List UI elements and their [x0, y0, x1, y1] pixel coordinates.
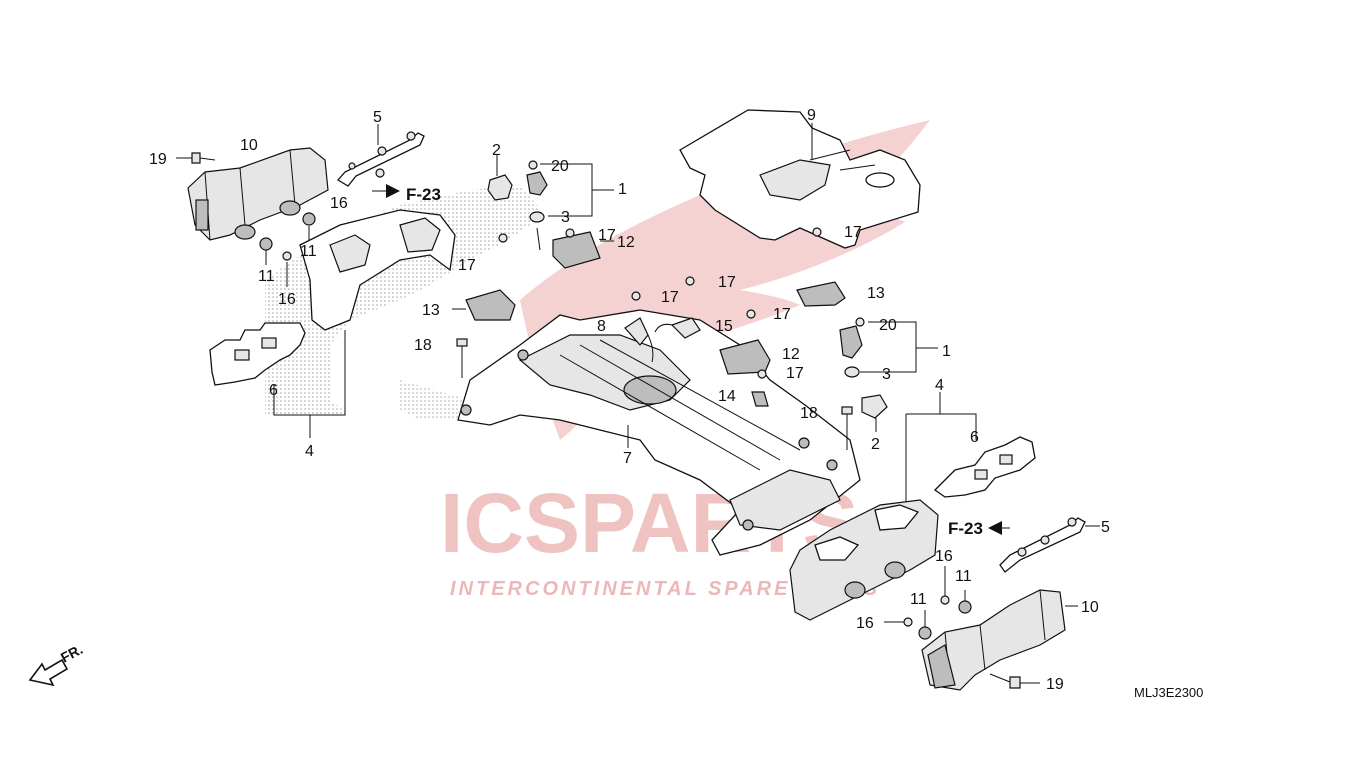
watermark-tagline: INTERCONTINENTAL SPARE PARTS: [450, 578, 880, 600]
callout-4-left: 4: [305, 443, 314, 460]
callout-20-lower: 20: [879, 317, 897, 334]
center-dotted-region: [400, 380, 470, 420]
part-14-clip: [751, 391, 769, 407]
callout-18-right: 18: [800, 405, 818, 422]
callout-17-e: 17: [773, 306, 791, 323]
callout-16-left-b: 16: [278, 291, 296, 308]
callout-5-left: 5: [373, 109, 382, 126]
callout-19-left: 19: [149, 151, 167, 168]
callout-13-right: 13: [867, 285, 885, 302]
callout-6-left: 6: [269, 382, 278, 399]
ref-arrow-left: [372, 184, 400, 198]
part-2-upper-cap: [487, 155, 513, 201]
callout-13-left: 13: [422, 302, 440, 319]
callout-10-left: 10: [240, 137, 258, 154]
part-1-right-injector: [839, 317, 865, 378]
callout-15: 15: [715, 318, 733, 335]
callout-17-b: 17: [458, 257, 476, 274]
part-2-lower-cap: [861, 394, 888, 432]
part-19-left-bolt: [176, 152, 216, 164]
callout-12-right: 12: [782, 346, 800, 363]
callout-16-right-b: 16: [856, 615, 874, 632]
callout-12-upper: 12: [617, 234, 635, 251]
ref-arrow-right: [988, 521, 1010, 535]
part-15-sensor: [654, 317, 701, 339]
callout-16-left-a: 16: [330, 195, 348, 212]
callout-1-upper: 1: [618, 181, 627, 198]
ref-label-left: F-23: [406, 185, 441, 204]
callout-17-g: 17: [786, 365, 804, 382]
callout-11-left-b: 11: [258, 268, 275, 285]
part-1-upper-injector: [526, 160, 548, 251]
ref-label-right: F-23: [948, 519, 983, 538]
part-4-left-intake-cover: [299, 209, 456, 331]
part-6-left-gasket: [209, 322, 306, 386]
part-12-upper-pad: [552, 231, 614, 269]
callout-19-right: 19: [1046, 676, 1064, 693]
part-10-left-heat-shield: [187, 147, 329, 241]
callout-3-lower: 3: [882, 366, 891, 383]
callout-11-left-a: 11: [300, 243, 317, 260]
part-13-left-pad: [452, 289, 516, 321]
part-9-heat-plate: [679, 109, 921, 249]
part-17-bolts: [498, 227, 822, 379]
part-19-right-bolt: [989, 673, 1040, 689]
part-12-right-pad: [719, 339, 771, 375]
callout-11-right-b: 11: [910, 591, 927, 608]
callout-18-left: 18: [414, 337, 432, 354]
part-5-left-fuel-rail: [336, 124, 425, 187]
callout-17-c: 17: [661, 289, 679, 306]
callout-1-lower: 1: [942, 343, 951, 360]
front-direction-arrow-icon: [28, 658, 69, 687]
callout-2-lower: 2: [871, 436, 880, 453]
callout-16-right-a: 16: [935, 548, 953, 565]
callout-17-d: 17: [718, 274, 736, 291]
callout-3-upper: 3: [561, 209, 570, 226]
callout-10-right: 10: [1081, 599, 1099, 616]
callout-14: 14: [718, 388, 736, 405]
callout-20-upper: 20: [551, 158, 569, 175]
callout-17-f: 17: [844, 224, 862, 241]
diagram-code: MLJ3E2300: [1134, 685, 1203, 700]
callout-2-upper: 2: [492, 142, 501, 159]
part-6-right-gasket: [933, 436, 1036, 498]
part-13-right-pad: [796, 281, 846, 307]
callout-5-right: 5: [1101, 519, 1110, 536]
part-8-bracket: [624, 317, 654, 363]
callout-6-right: 6: [970, 429, 979, 446]
callout-7: 7: [623, 450, 632, 467]
callout-4-right: 4: [935, 377, 944, 394]
callout-9: 9: [807, 107, 816, 124]
callout-11-right-a: 11: [955, 568, 972, 585]
part-4-right-intake-cover: [789, 499, 939, 621]
callout-8: 8: [597, 318, 606, 335]
part-18-bolts: [456, 338, 853, 450]
part-11-16-right-grommets: [884, 566, 972, 640]
callout-17-a: 17: [598, 227, 616, 244]
part-5-right-fuel-rail: [999, 517, 1086, 573]
part-10-right-heat-shield: [921, 589, 1066, 691]
